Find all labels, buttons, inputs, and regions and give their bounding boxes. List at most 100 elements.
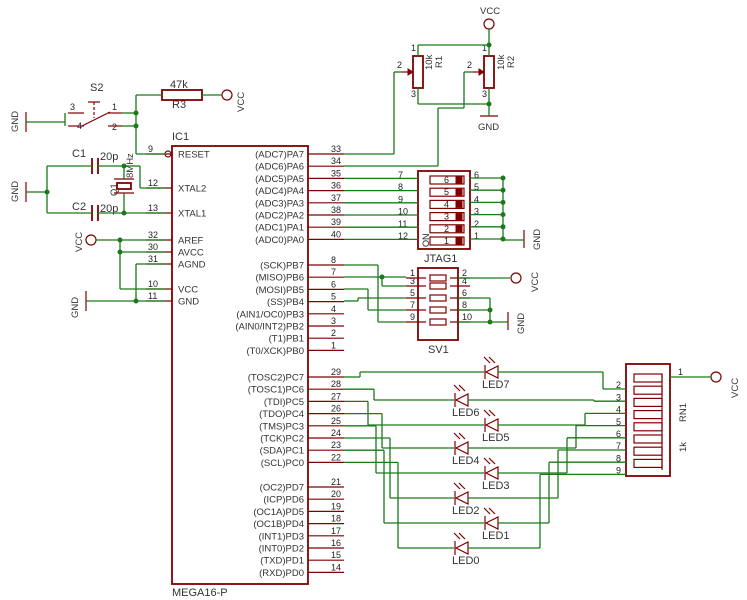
pin-name-label: (ADC1)PA1 [255, 223, 304, 234]
header-pin-number: 10 [462, 312, 472, 322]
pin-number-label: 25 [331, 416, 341, 426]
pin-number-label: 12 [148, 178, 158, 188]
led-led1: LED1 [344, 449, 626, 542]
ic1-ref: IC1 [172, 131, 189, 143]
rn-resistor-element [633, 458, 663, 468]
svg-text:20p: 20p [100, 203, 118, 215]
header-pin-number: 8 [462, 300, 467, 310]
pin-name-label: (ADC0)PA0 [255, 235, 304, 246]
jtag-pin-number: 12 [398, 231, 408, 241]
dip-switch-knob [455, 225, 463, 233]
pin-number-label: 4 [331, 304, 336, 314]
svg-text:VCC: VCC [730, 378, 741, 398]
rn-resistor-element [633, 434, 663, 444]
pin-name-label: (TDO)PC4 [259, 409, 304, 420]
dip-switch-slot [429, 212, 465, 222]
pin-name-label: RESET [178, 150, 210, 161]
pin-number-label: 27 [331, 391, 341, 401]
jtag-pin-number: 10 [398, 207, 408, 217]
svg-text:3: 3 [411, 89, 416, 99]
svg-text:GND: GND [10, 181, 21, 202]
pin-name-label: (RXD)PD0 [259, 568, 304, 579]
header-pin-number: 9 [410, 312, 415, 322]
header-pin-number: 1 [410, 268, 415, 278]
pin-number-label: 11 [148, 291, 157, 301]
potentiometer-r1: 1 2 3 10k R1 [397, 43, 445, 99]
pin-name-label: XTAL2 [178, 184, 206, 195]
pin-number-label: 35 [331, 168, 341, 178]
pin-number-label: 20 [331, 489, 341, 499]
dip-switch-knob [455, 237, 463, 245]
pin-name-label: (OC1A)PD5 [253, 507, 304, 518]
header-pin-number: 4 [462, 276, 467, 286]
rn-resistor-element [633, 373, 663, 383]
gnd-symbol-pots: GND [478, 115, 499, 133]
dip-switch-number: 4 [444, 199, 449, 209]
ic1-pin--icp-pd6: (ICP)PD6 20 [263, 489, 344, 506]
pin-name-label: (OC2)PD7 [260, 483, 304, 494]
pin-number-label: 7 [331, 267, 336, 277]
svg-text:GND: GND [70, 297, 81, 318]
pin-number-label: 23 [331, 440, 341, 450]
svg-text:10k: 10k [496, 54, 507, 70]
pin-number-label: 36 [331, 181, 341, 191]
dip-switch-knob [455, 176, 463, 184]
pin-name-label: GND [178, 297, 199, 308]
svg-text:Q1: Q1 [109, 183, 120, 196]
pin-number-label: 8 [331, 255, 336, 265]
ic1-right-pins: (ADC7)PA733(ADC6)PA634(ADC5)PA535(ADC4)P… [235, 144, 344, 579]
gnd-symbol-sv1: GND [507, 312, 527, 334]
dip-switch-knob [455, 188, 463, 196]
header-pin-pair [429, 294, 447, 302]
svg-text:C2: C2 [72, 201, 86, 213]
pin-number-label: 6 [331, 279, 336, 289]
svg-text:1: 1 [482, 43, 487, 53]
pin-number-label: 33 [331, 144, 341, 154]
pin-number-label: 21 [331, 477, 341, 487]
gnd-symbol-chip: GND [70, 291, 166, 318]
pin-name-label: (ICP)PD6 [263, 495, 304, 506]
pin-number-label: 39 [331, 217, 341, 227]
dip-switch-slot [429, 224, 465, 234]
gnd-symbol-jtag: GND [523, 229, 543, 250]
pin-name-label: (SCK)PB7 [260, 261, 304, 272]
pin-number-label: 1 [331, 340, 336, 350]
led-led4: LED4 [344, 412, 626, 467]
pin-number-label: 30 [148, 242, 158, 252]
svg-text:VCC: VCC [74, 232, 85, 252]
ic1-body [171, 145, 309, 585]
jtag-pin-number: 1 [474, 231, 479, 241]
svg-text:1k: 1k [678, 442, 689, 452]
pin-number-label: 5 [331, 292, 336, 302]
jtag-pin-number: 6 [474, 170, 479, 180]
pin-name-label: (MISO)PB6 [255, 273, 304, 284]
svg-text:VCC: VCC [480, 6, 500, 17]
ic1-pin--sck-pb7: (SCK)PB7 8 [260, 255, 344, 272]
header-pin-pair [429, 318, 447, 326]
pin-name-label: (INT0)PD2 [259, 544, 304, 555]
rn-resistor-element [633, 422, 663, 432]
pin-name-label: VCC [178, 285, 198, 296]
dip-switch-slot [429, 199, 465, 209]
rn-resistor-element [633, 410, 663, 420]
svg-text:GND: GND [478, 122, 499, 133]
jtag-pin-number: 7 [398, 170, 403, 180]
pin-name-label: (ADC3)PA3 [255, 198, 304, 209]
ic1-left-pins: RESET9XTAL212XTAL113AREF32AVCC30AGND31VC… [146, 144, 210, 308]
pin-name-label: (AIN0/INT2)PB2 [235, 322, 304, 333]
pin-number-label: 32 [148, 230, 158, 240]
rn-pin-number: 8 [616, 453, 621, 463]
rn-pin-number: 2 [616, 380, 621, 390]
pin-number-label: 38 [331, 205, 341, 215]
pin-name-label: (ADC5)PA5 [255, 174, 304, 185]
